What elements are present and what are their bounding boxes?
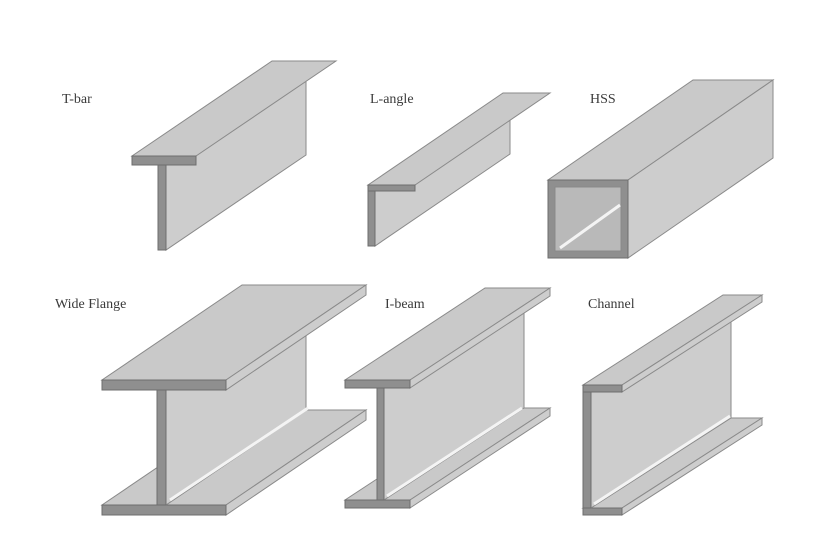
- end-face: [367, 184, 416, 192]
- end-face: [582, 507, 623, 516]
- end-face: [376, 387, 385, 501]
- t-bar-shape: [130, 60, 338, 251]
- end-face: [582, 391, 592, 509]
- fillet-highlight: [386, 406, 523, 498]
- l-angle-shape: [366, 92, 552, 247]
- end-face: [101, 504, 227, 516]
- wide-flange-shape: [100, 284, 368, 516]
- top-face: [100, 284, 368, 381]
- end-face: [101, 379, 227, 391]
- end-face: [344, 499, 411, 509]
- fillet-highlight: [593, 414, 731, 506]
- inner-highlight: [559, 203, 621, 250]
- end-face: [131, 155, 197, 166]
- label-hss: HSS: [590, 92, 616, 107]
- end-face: [367, 190, 376, 247]
- label-wide-flange: Wide Flange: [55, 297, 127, 312]
- channel-shape: [581, 294, 764, 516]
- end-face: [582, 384, 623, 393]
- label-t-bar: T-bar: [62, 92, 92, 107]
- end-face: [344, 379, 411, 389]
- hss-shape: [546, 79, 775, 259]
- label-channel: Channel: [588, 297, 635, 312]
- end-face: [156, 389, 167, 506]
- end-face: [157, 164, 167, 251]
- label-l-angle: L-angle: [370, 92, 414, 107]
- inner-face: [554, 186, 622, 252]
- label-i-beam: I-beam: [385, 297, 425, 312]
- fillet-highlight: [169, 406, 309, 502]
- i-beam-shape: [343, 287, 552, 509]
